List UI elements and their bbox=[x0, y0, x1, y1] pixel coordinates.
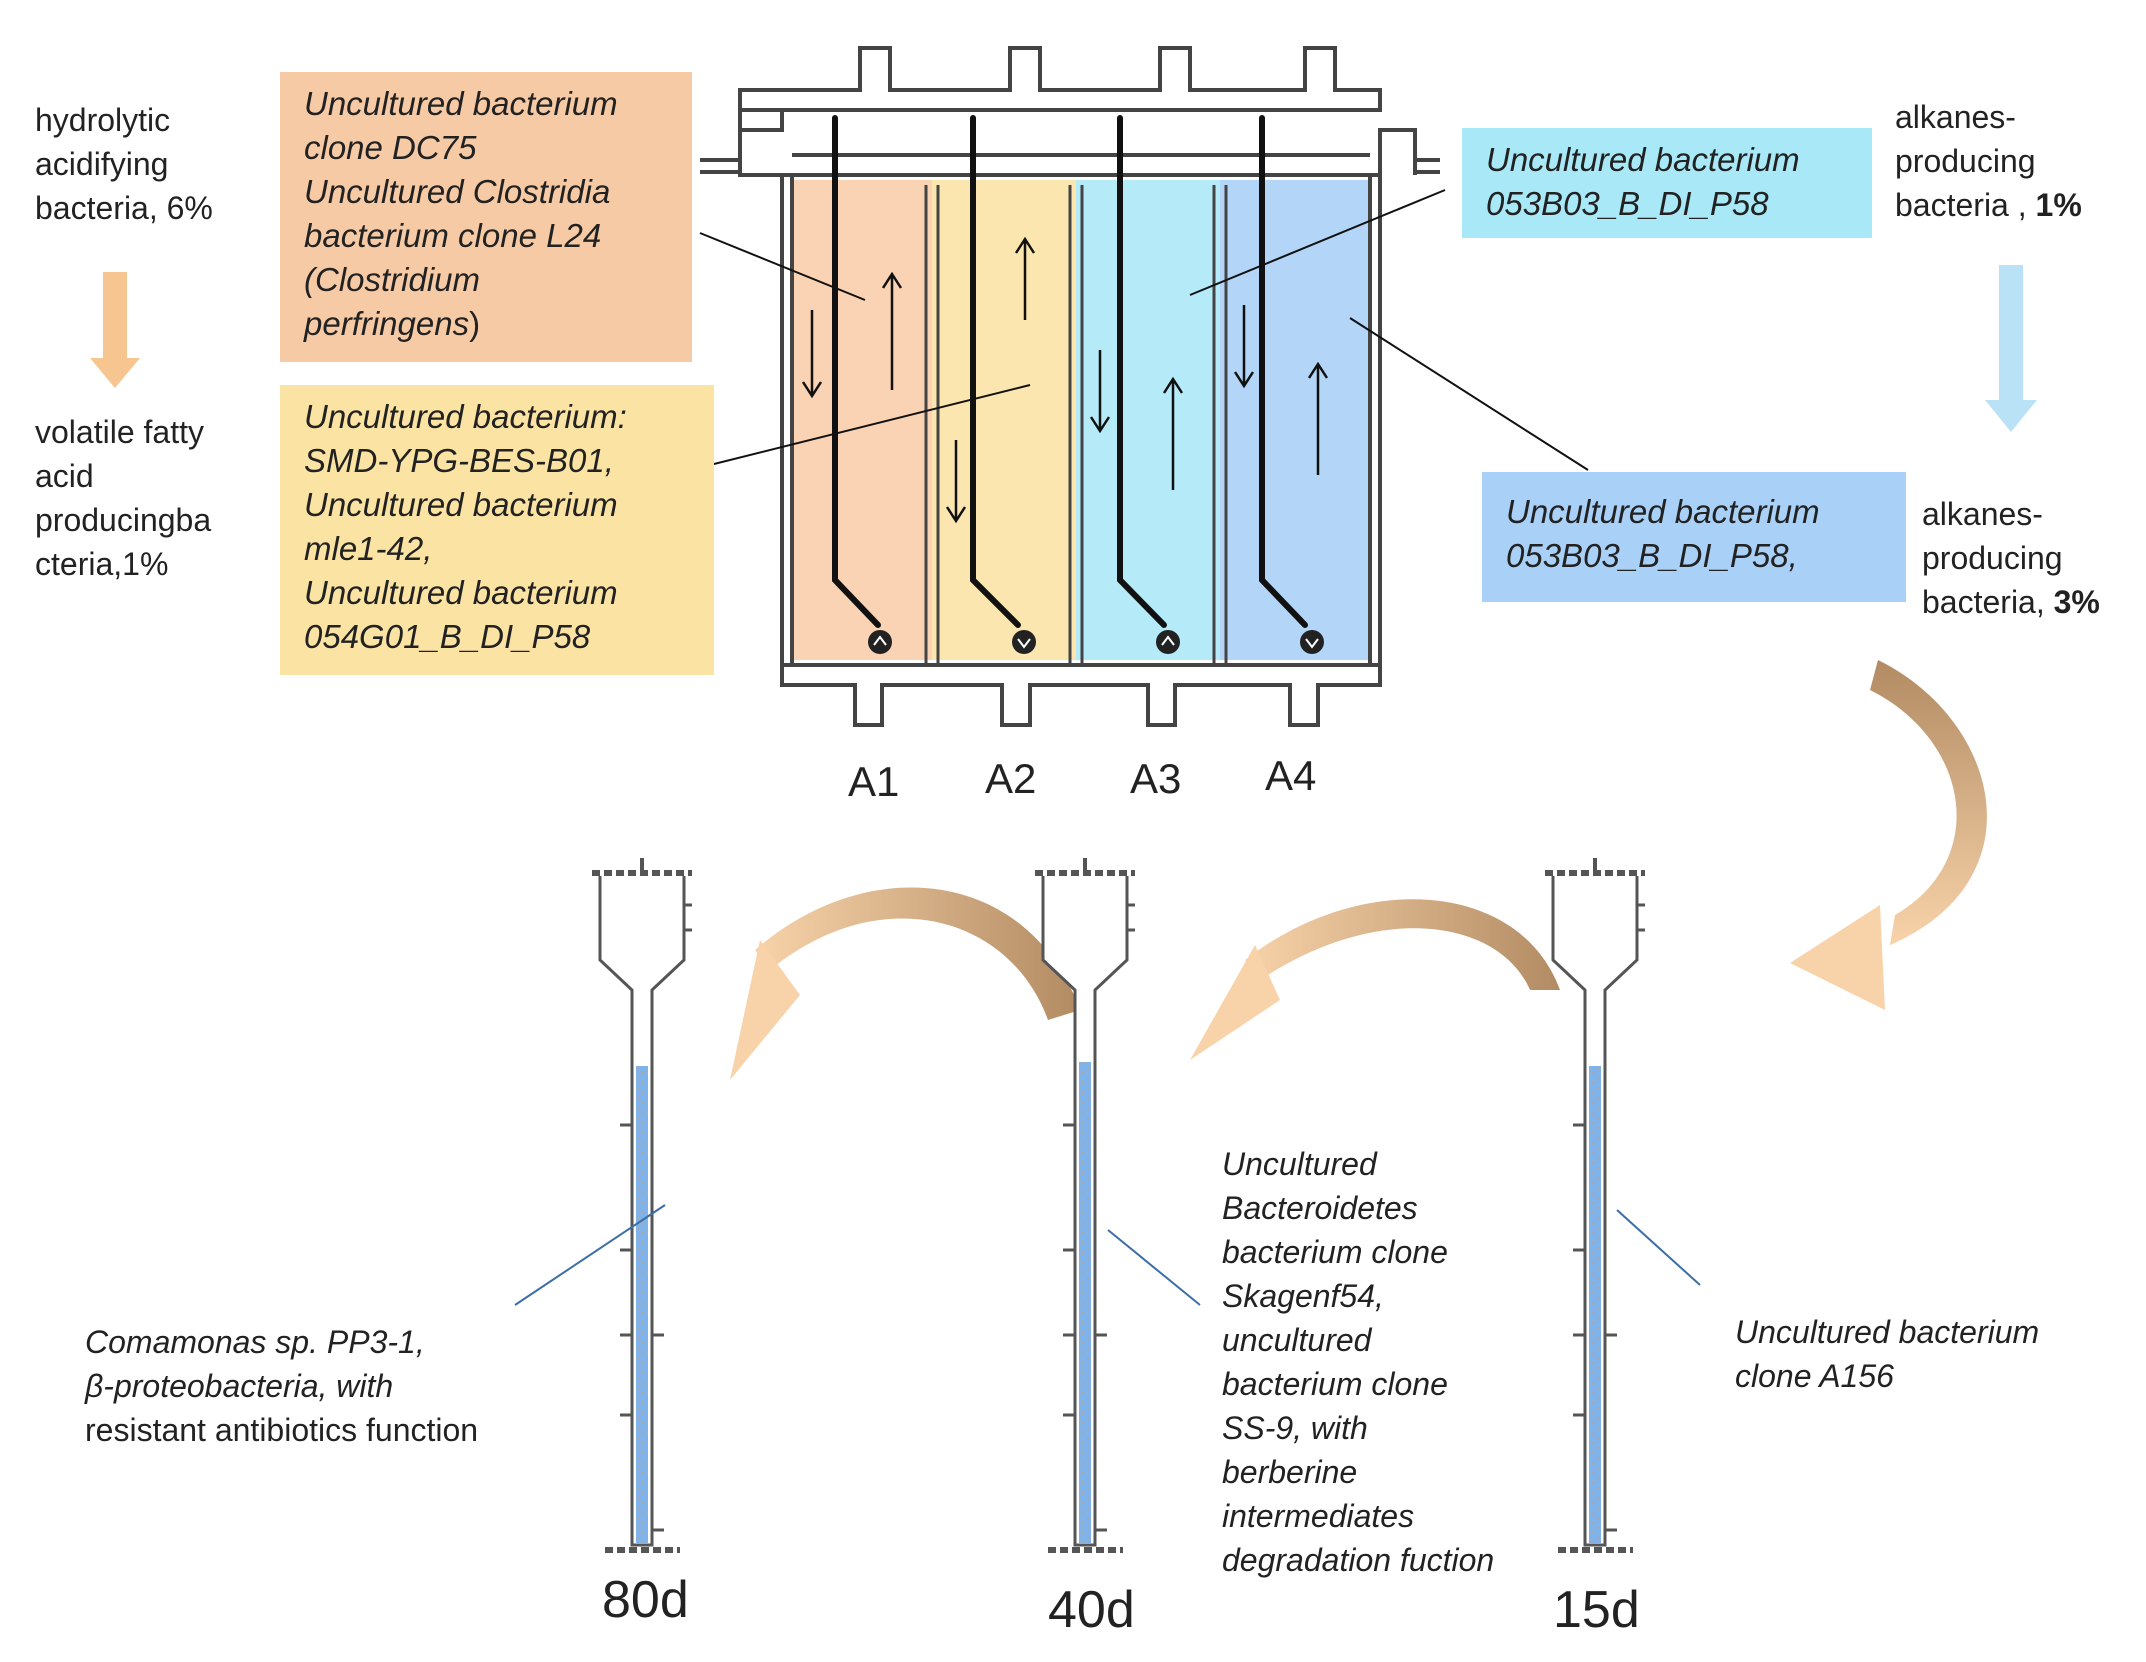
transfer-curve-arrow-icon bbox=[1790, 660, 1987, 1010]
compartment-a3-fill bbox=[1076, 180, 1220, 660]
label-a4: A4 bbox=[1265, 752, 1317, 799]
label-a1: A1 bbox=[848, 758, 900, 805]
alkane-note-1-text: alkanes- producing bacteria , bbox=[1895, 99, 2036, 223]
compartment-a4-fill bbox=[1220, 180, 1368, 660]
note-40d: Uncultured Bacteroidetes bacterium clone… bbox=[1222, 1146, 1495, 1578]
distributor-icon bbox=[868, 630, 1324, 654]
label-a2: A2 bbox=[985, 755, 1037, 802]
column-40d bbox=[1035, 858, 1135, 1553]
day-15d: 15d bbox=[1553, 1581, 1640, 1639]
alkane-note-2-pct: 3% bbox=[2053, 584, 2100, 620]
alkane-note-2-text: alkanes- producing bacteria, bbox=[1922, 496, 2063, 620]
column-15d bbox=[1545, 858, 1645, 1553]
curve-arrow-40-80-icon bbox=[730, 887, 1080, 1080]
box-a1-suffix: ) bbox=[469, 305, 481, 342]
leader-lines bbox=[689, 189, 1589, 471]
box-a1: Uncultured bacterium clone DC75 Uncultur… bbox=[280, 72, 692, 362]
day-80d: 80d bbox=[602, 1571, 689, 1629]
hydrolysis-arrow-icon bbox=[90, 272, 140, 388]
note-80d-species: Comamonas sp. PP3-1, β-proteobacteria, w… bbox=[85, 1324, 425, 1404]
curve-arrow-15-40-icon bbox=[1190, 899, 1560, 1060]
column-leader-lines bbox=[514, 1204, 1701, 1306]
box-a3: Uncultured bacterium 053B03_B_DI_P58 bbox=[1462, 128, 1872, 238]
box-a1-text: Uncultured bacterium clone DC75 Uncultur… bbox=[304, 85, 618, 342]
flow-arrows bbox=[801, 236, 1329, 524]
vfa-note: volatile fatty acid producingba cteria,1… bbox=[35, 414, 212, 582]
note-80d-function: resistant antibiotics function bbox=[85, 1412, 479, 1448]
label-a3: A3 bbox=[1130, 755, 1182, 802]
note-15d: Uncultured bacterium clone A156 bbox=[1735, 1314, 2040, 1394]
alkane-note-2: alkanes- producing bacteria, 3% bbox=[1922, 492, 2100, 624]
day-40d: 40d bbox=[1048, 1581, 1135, 1639]
alkane-arrow-icon bbox=[1985, 265, 2037, 432]
column-80d bbox=[592, 858, 692, 1553]
compartment-a2-fill bbox=[932, 180, 1076, 660]
alkane-note-1-pct: 1% bbox=[2035, 187, 2082, 223]
baffled-reactor bbox=[700, 46, 1440, 727]
compartment-a1-fill bbox=[790, 180, 932, 660]
hydrolytic-note: hydrolytic acidifying bacteria, 6% bbox=[35, 102, 213, 226]
box-a2: Uncultured bacterium: SMD-YPG-BES-B01, U… bbox=[280, 385, 714, 675]
box-a4: Uncultured bacterium 053B03_B_DI_P58, bbox=[1482, 472, 1906, 602]
alkane-note-1: alkanes- producing bacteria , 1% bbox=[1895, 95, 2082, 227]
note-80d: Comamonas sp. PP3-1, β-proteobacteria, w… bbox=[85, 1320, 478, 1452]
